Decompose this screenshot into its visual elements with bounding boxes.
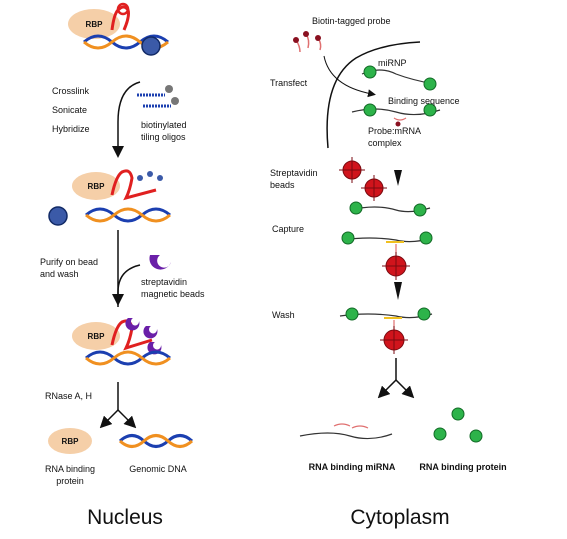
purify-label-1: Purify on bead: [40, 257, 98, 267]
complex-label-2: complex: [368, 138, 402, 148]
transfect-label: Transfect: [270, 78, 308, 88]
nucleus-title: Nucleus: [87, 506, 163, 529]
wash-label: Wash: [272, 310, 295, 320]
nucleosome-2: [48, 206, 68, 226]
strep-label-2: beads: [270, 180, 295, 190]
arrowhead-strep: [394, 170, 402, 186]
rbp-label-2: RBP: [88, 182, 106, 191]
dna-product: [118, 434, 194, 448]
nucleus-complex-captured: RBP: [72, 318, 171, 366]
rbp-blob: [68, 9, 120, 39]
mirna-product: [299, 423, 393, 440]
complex-label-1: Probe:mRNA: [368, 126, 421, 136]
arrowhead-capture: [394, 282, 402, 300]
output-mirna-label: RNA binding miRNA: [309, 462, 396, 472]
arrow-hybridize: [112, 81, 141, 158]
nucleus-complex-hybridized: RBP: [48, 169, 171, 226]
biotin-probe-icon: [293, 31, 322, 53]
protein-product: [433, 407, 483, 443]
cell-membrane: [326, 41, 421, 149]
strep-label-1: Streptavidin: [270, 168, 318, 178]
arrow-to-dna: [117, 409, 137, 429]
streptavidin-bead-icon: [149, 255, 171, 270]
step-sonicate: Sonicate: [52, 105, 87, 115]
product-protein-1: RNA binding: [45, 464, 95, 474]
rnase-label: RNase A, H: [45, 391, 92, 401]
strep-bead-1: [339, 157, 365, 183]
cytoplasm-panel: Biotin-tagged probe Transfect miRNP Bind…: [270, 16, 507, 529]
purify-label-2: and wash: [40, 269, 79, 279]
binding-sequence-complex: [351, 103, 441, 127]
product-dna: Genomic DNA: [129, 464, 187, 474]
rbp-label-4: RBP: [62, 437, 80, 446]
product-protein-2: protein: [56, 476, 84, 486]
beads-label-1: streptavidin: [141, 277, 187, 287]
arrow-transfect: [323, 55, 376, 98]
beads-label-2: magnetic beads: [141, 289, 205, 299]
oligos-label-1: biotinylated: [141, 120, 187, 130]
step-hybridize: Hybridize: [52, 124, 90, 134]
wash-bead: [380, 326, 408, 354]
nucleus-complex-initial: RBP: [68, 2, 169, 56]
arrow-to-protein: [99, 409, 119, 429]
step-crosslink: Crosslink: [52, 86, 90, 96]
binding-seq-label: Binding sequence: [388, 96, 460, 106]
mirnp-complex: [361, 65, 437, 91]
oligos-label-2: tiling oligos: [141, 132, 186, 142]
tiling-oligos-icon: [137, 85, 179, 108]
rna-hairpin: [110, 5, 130, 31]
arrow-purify: [117, 264, 141, 307]
rbp-label: RBP: [86, 20, 104, 29]
rbp-product: [48, 428, 92, 454]
output-protein-label: RNA binding protein: [419, 462, 506, 472]
capture-mirnp: [349, 201, 431, 217]
capture-bead: [382, 252, 410, 280]
capture-label: Capture: [272, 224, 304, 234]
cytoplasm-title: Cytoplasm: [350, 506, 449, 529]
capture-complex: [341, 231, 433, 280]
arrow-to-mirna: [377, 379, 397, 399]
mirnp-label: miRNP: [378, 58, 407, 68]
nucleus-panel: RBP Crosslink Sonicate Hybridize biotiny…: [40, 2, 205, 529]
rbp-label-3: RBP: [88, 332, 106, 341]
nucleosome: [141, 36, 161, 56]
strep-bead-2: [361, 175, 387, 201]
probe-label: Biotin-tagged probe: [312, 16, 391, 26]
arrow-to-protein-out: [395, 379, 415, 399]
wash-complex: [339, 307, 433, 354]
